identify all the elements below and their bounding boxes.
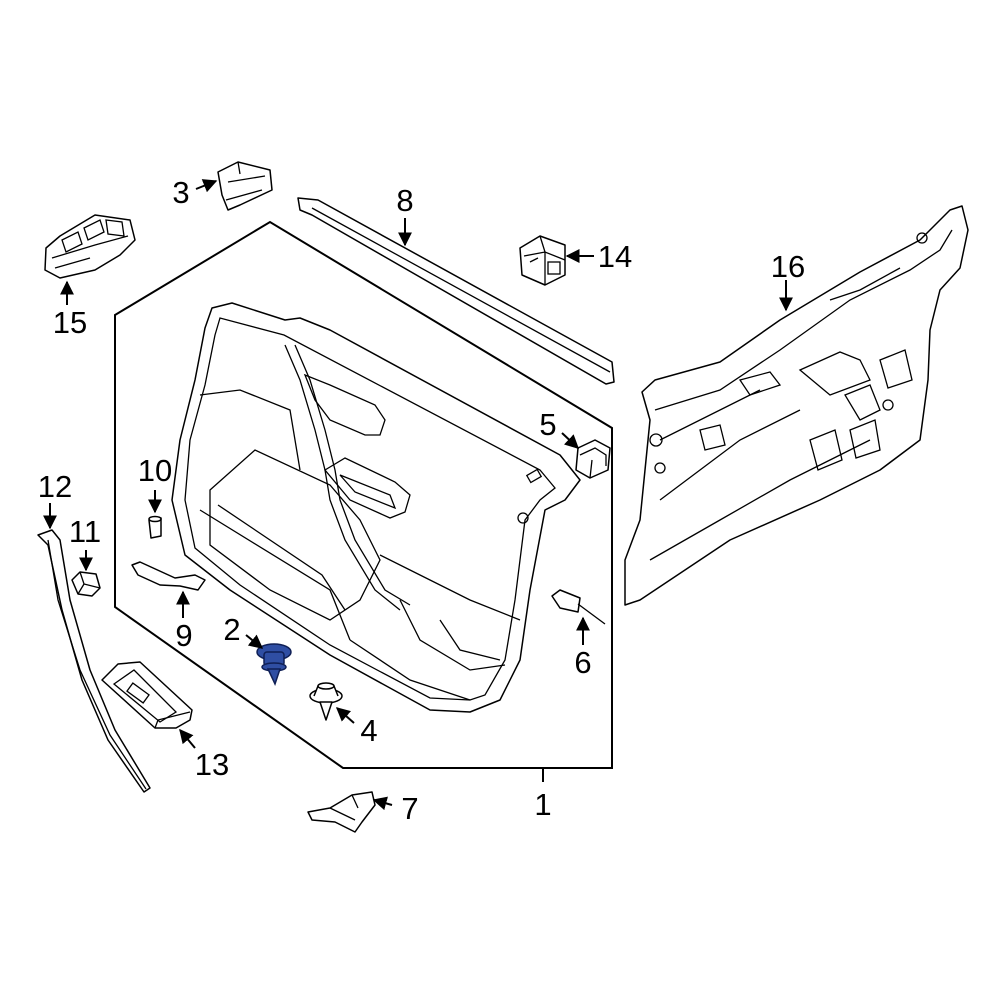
callout-4: 4 (360, 713, 377, 748)
trim-clip[interactable] (309, 682, 343, 721)
water-shield-16[interactable] (624, 205, 969, 606)
callout-5: 5 (539, 407, 556, 442)
door-trim-panel[interactable] (171, 302, 581, 713)
bracket-3[interactable] (217, 161, 273, 211)
clip-5[interactable] (575, 439, 611, 479)
pin-10[interactable] (148, 515, 162, 539)
arrow-13 (179, 728, 196, 749)
callout-9: 9 (175, 618, 192, 653)
bracket-7[interactable] (307, 791, 376, 833)
callout-7: 7 (401, 791, 418, 826)
callout-1: 1 (534, 787, 551, 822)
callout-2: 2 (223, 612, 240, 647)
cap-11[interactable] (71, 571, 101, 597)
callout-15: 15 (53, 305, 87, 340)
switch-14[interactable] (519, 235, 566, 286)
callout-14: 14 (598, 239, 632, 274)
callout-11: 11 (69, 514, 101, 549)
arrow-4 (335, 707, 355, 724)
push-clip-highlighted[interactable] (256, 643, 292, 687)
cable-6[interactable] (551, 589, 606, 625)
callout-16: 16 (771, 249, 805, 284)
switch-panel-13[interactable] (101, 661, 193, 729)
callout-8: 8 (396, 183, 413, 218)
callout-10: 10 (138, 453, 172, 488)
assembly-boundary (114, 220, 613, 769)
arrow-3 (195, 179, 218, 193)
belt-weatherstrip[interactable] (297, 197, 615, 385)
arrow-7 (372, 796, 393, 811)
master-switch-15[interactable] (44, 214, 136, 279)
arrow-5 (561, 432, 580, 449)
pull-strap-9[interactable] (131, 561, 206, 591)
callout-3: 3 (172, 175, 189, 210)
callout-6: 6 (574, 645, 591, 680)
trim-strip-12[interactable] (37, 529, 151, 793)
callout-12: 12 (38, 469, 72, 504)
arrow-2 (245, 634, 264, 649)
callout-13: 13 (195, 747, 229, 782)
